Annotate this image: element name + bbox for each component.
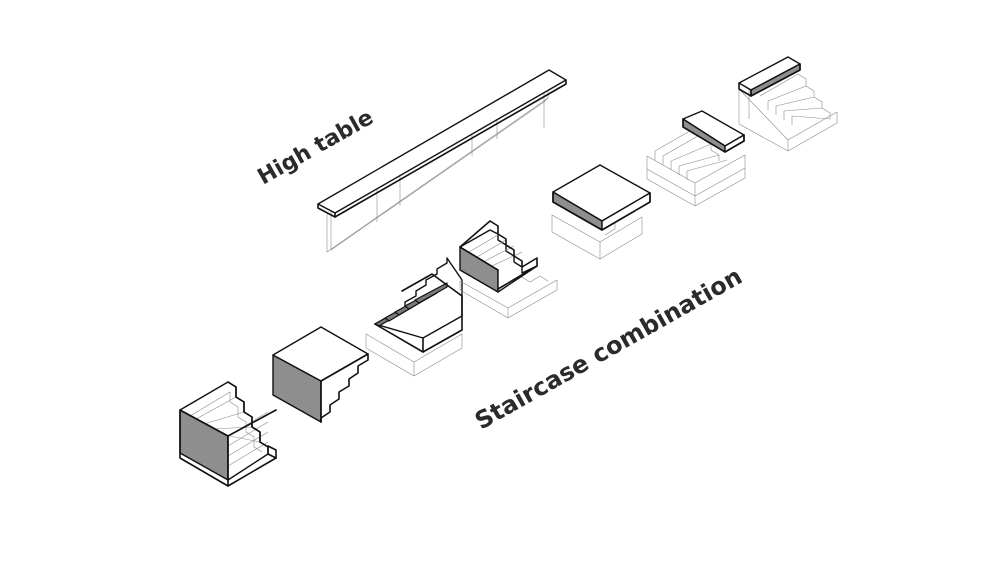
stair-module-4-treads [468,234,523,267]
stair-module-2 [272,326,369,423]
stair-module-4 [459,220,558,319]
stair-module-5 [551,164,651,260]
high-table-label: High table [254,105,378,190]
stair-module-7-frame [738,73,838,152]
staircase-combination-label: Staircase combination [470,262,747,435]
high-table [317,69,567,253]
high-table-top [317,69,567,218]
stair-module-3 [365,257,463,377]
stair-module-3-risers [374,282,448,327]
stair-module-7 [738,56,838,152]
stair-module-3-base [365,333,463,377]
stair-module-1 [179,381,277,487]
stair-module-6 [646,110,746,207]
